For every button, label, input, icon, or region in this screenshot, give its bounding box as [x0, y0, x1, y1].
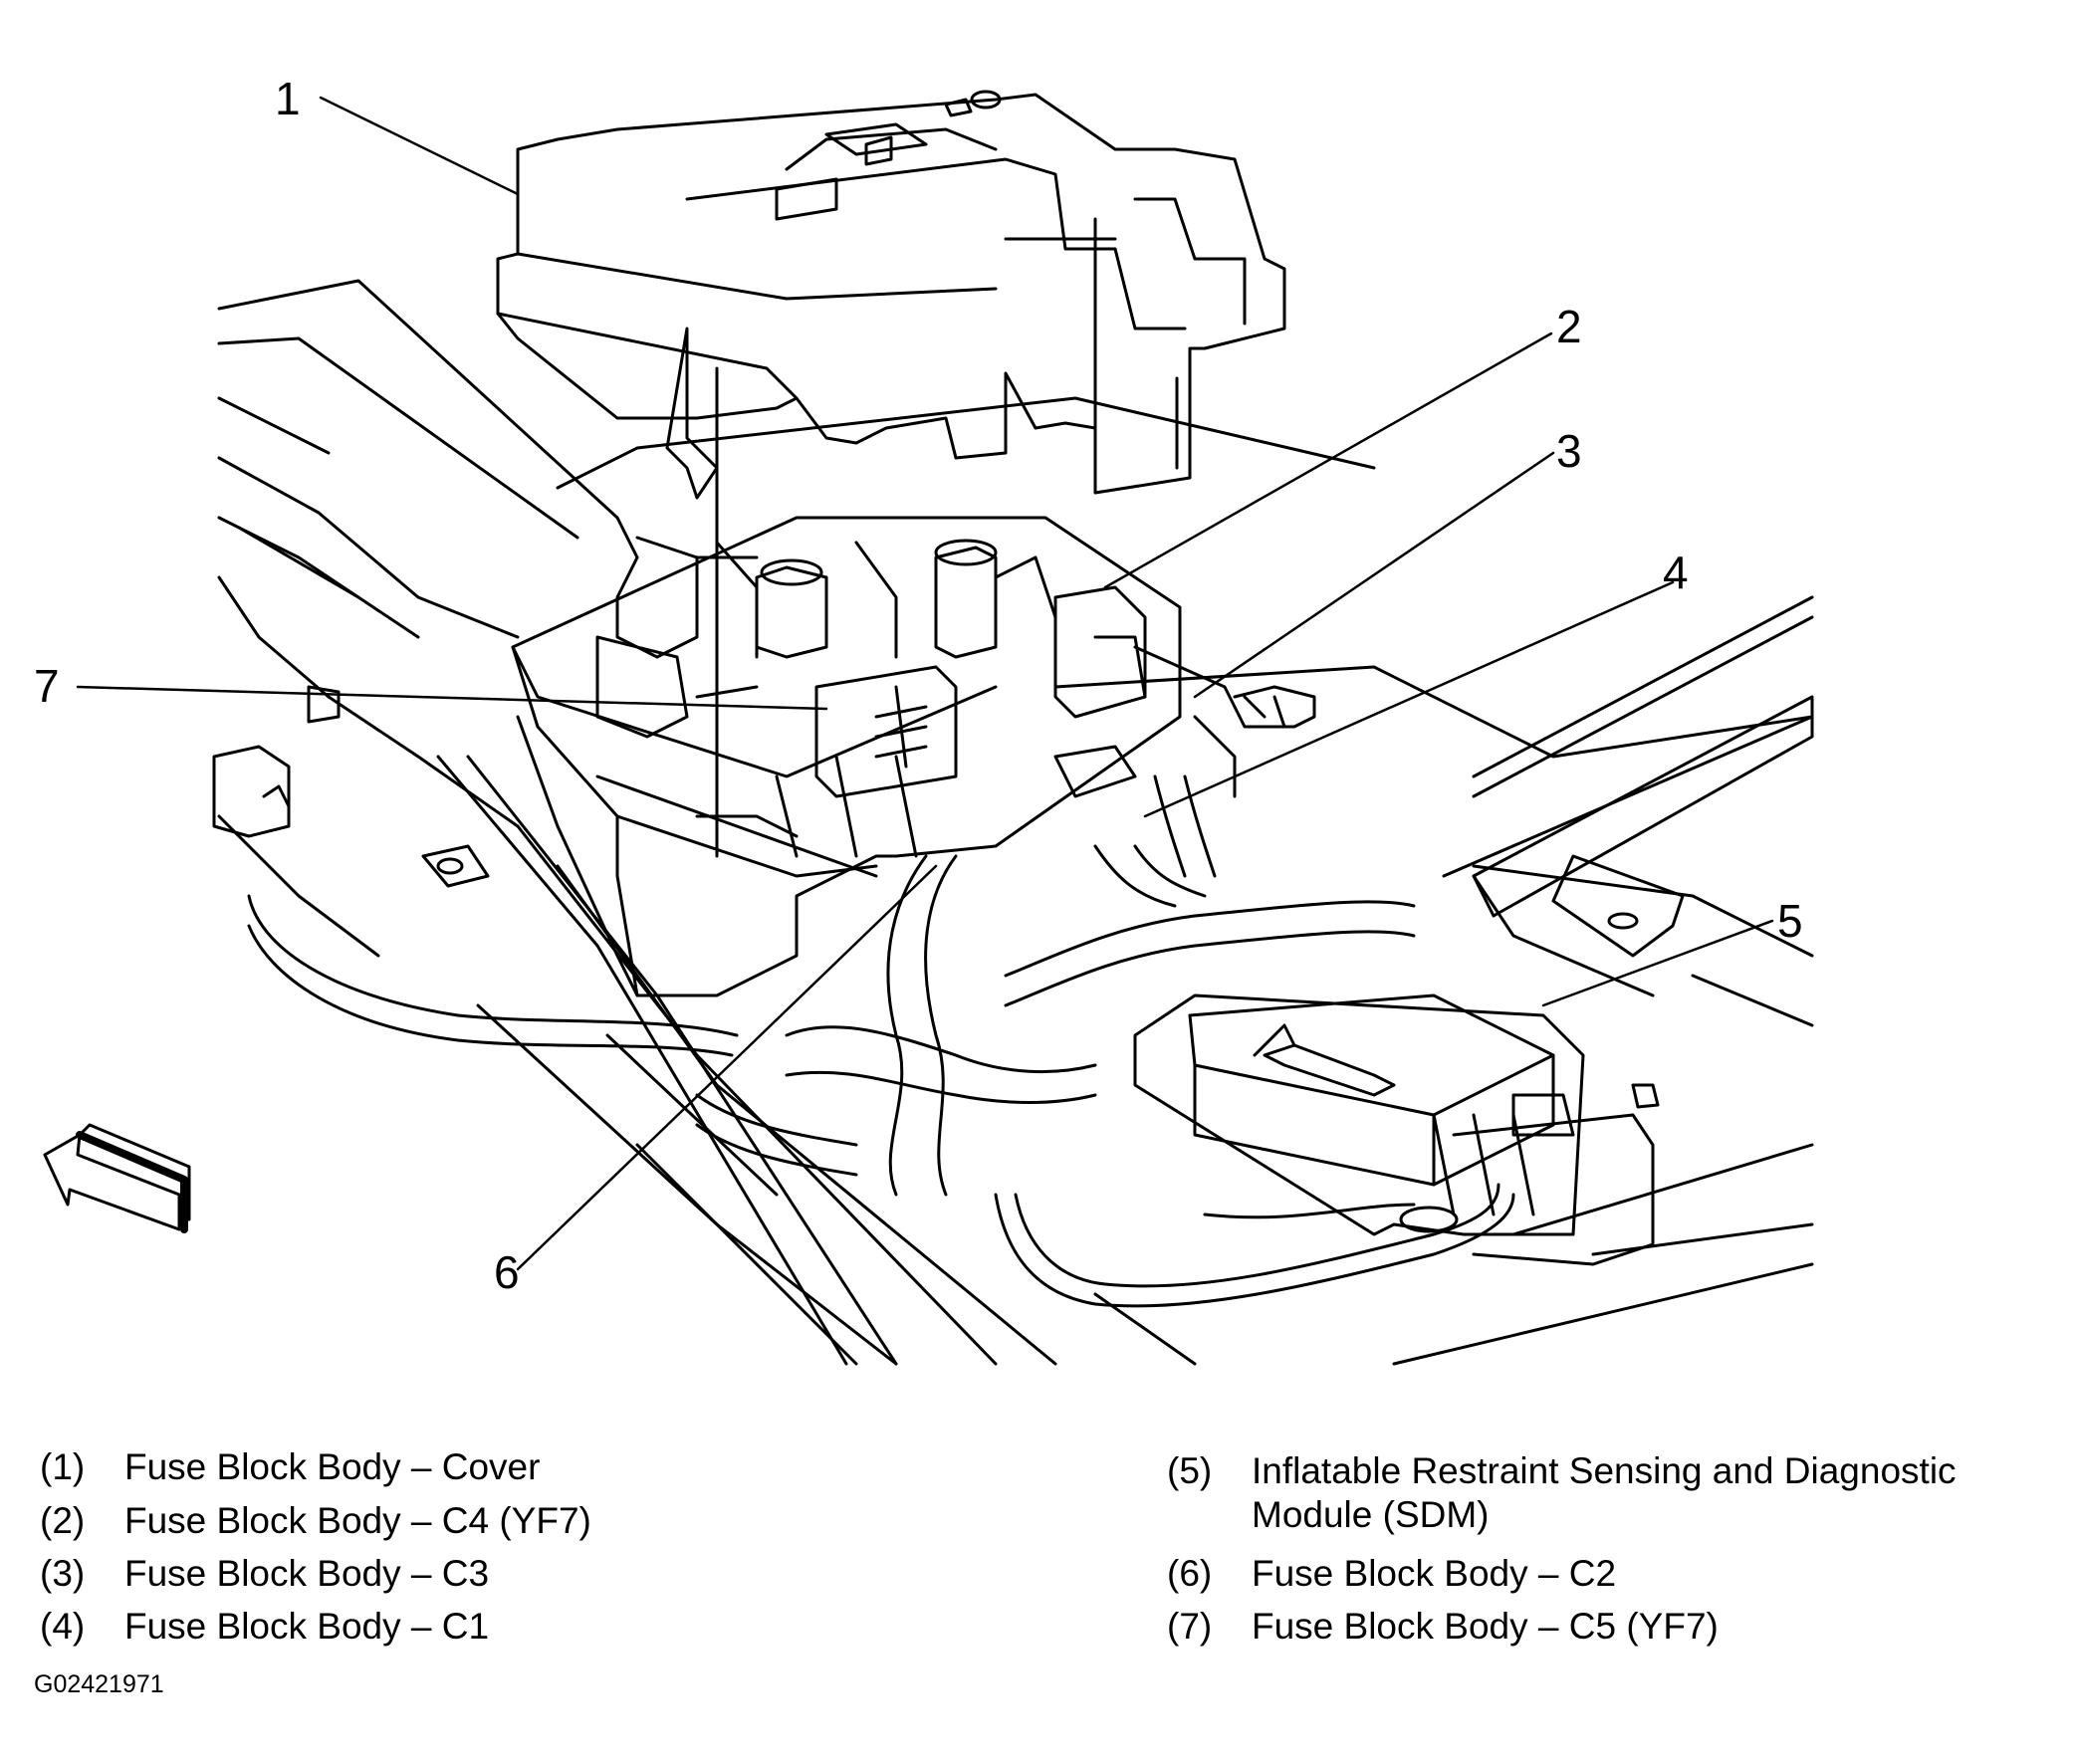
legend-text: Fuse Block Body – C5 (YF7): [1252, 1606, 1719, 1647]
legend-text: Fuse Block Body – C2: [1252, 1553, 1617, 1594]
fuse-block-body: [212, 516, 1316, 997]
legend-text: Fuse Block Body – C4 (YF7): [124, 1500, 591, 1541]
floor-panels: [217, 279, 1814, 1366]
legend-text-line2: Module (SDM): [1252, 1494, 1490, 1535]
callout-2: 2: [1556, 301, 1582, 352]
wiring-harness: [247, 774, 1515, 1308]
leader-lines: [76, 96, 1774, 1271]
callout-3: 3: [1556, 425, 1582, 477]
figure-id: G02421971: [34, 1670, 164, 1698]
legend-text: Fuse Block Body – C3: [124, 1553, 490, 1594]
legend-num: (4): [40, 1606, 86, 1647]
legend-text: Inflatable Restraint Sensing and Diagnos…: [1252, 1450, 1957, 1491]
callout-1: 1: [275, 73, 301, 124]
legend-num: (6): [1167, 1553, 1213, 1594]
sdm-module: [1133, 993, 1660, 1266]
legend-num: (5): [1167, 1450, 1213, 1491]
callout-4: 4: [1663, 547, 1689, 598]
legend-num: (2): [40, 1500, 86, 1541]
callout-5: 5: [1777, 895, 1803, 947]
right-rail: [1472, 695, 1814, 958]
forward-arrow-icon: [43, 1123, 191, 1233]
legend-num: (3): [40, 1553, 86, 1594]
callout-6: 6: [494, 1246, 520, 1298]
fuse-block-cover: [496, 90, 1286, 858]
legend-text: Fuse Block Body – C1: [124, 1606, 490, 1647]
legend-num: (1): [40, 1446, 86, 1487]
callout-7: 7: [34, 660, 60, 712]
legend-text: Fuse Block Body – Cover: [124, 1446, 541, 1487]
legend-num: (7): [1167, 1606, 1213, 1647]
